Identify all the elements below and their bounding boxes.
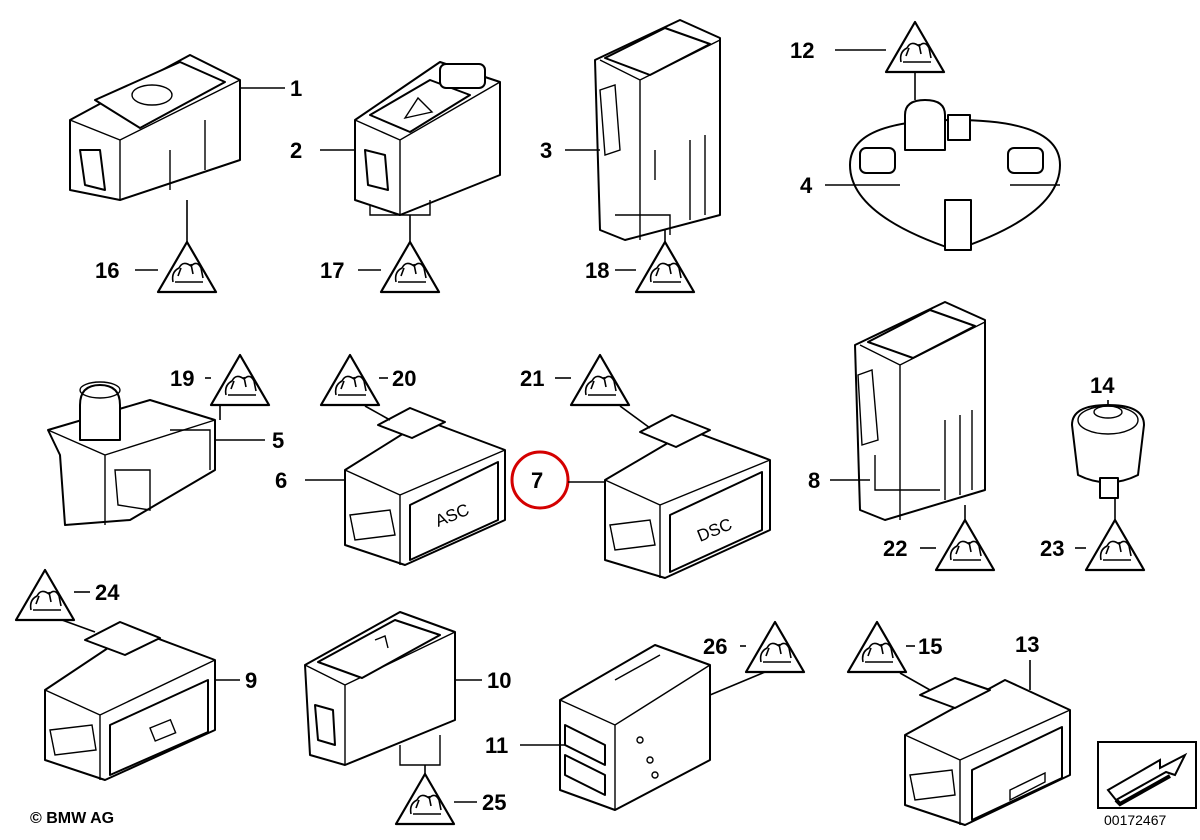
callout-5: 5 <box>272 428 284 453</box>
warning-triangle-26-icon <box>744 620 806 674</box>
arrow-box-icon <box>1097 741 1197 809</box>
callout-10: 10 <box>487 668 511 693</box>
callout-1: 1 <box>290 76 302 101</box>
warning-triangle-22-icon <box>934 518 996 572</box>
part-1-switch <box>69 54 241 201</box>
callout-8: 8 <box>808 468 820 493</box>
part-9-switch <box>44 621 216 781</box>
callout-2: 2 <box>290 138 302 163</box>
callout-12: 12 <box>790 38 814 63</box>
part-5-push-button <box>47 381 216 526</box>
highlight-circle <box>510 450 570 510</box>
warning-triangle-17-icon <box>379 240 441 294</box>
image-id: 00172467 <box>1104 812 1167 828</box>
callout-7: 7 <box>531 468 543 493</box>
callout-9: 9 <box>245 668 257 693</box>
callout-11: 11 <box>485 733 508 758</box>
warning-triangle-19-icon <box>209 353 271 407</box>
callout-15: 15 <box>918 634 942 659</box>
part-11-double-switch <box>559 644 711 811</box>
callout-26: 26 <box>703 634 727 659</box>
part-13-level-switch <box>904 677 1071 826</box>
callout-18: 18 <box>585 258 609 283</box>
part-14-round-button <box>1071 404 1145 499</box>
callout-6: 6 <box>275 468 287 493</box>
callout-14: 14 <box>1090 373 1115 398</box>
copyright-text: © BMW AG <box>30 810 115 827</box>
warning-triangle-24-icon <box>14 568 76 622</box>
warning-triangle-18-icon <box>634 240 696 294</box>
part-4-round-mount <box>849 99 1061 251</box>
callout-17: 17 <box>320 258 344 283</box>
callout-3: 3 <box>540 138 552 163</box>
callout-16: 16 <box>95 258 119 283</box>
callout-22: 22 <box>883 536 907 561</box>
warning-triangle-23-icon <box>1084 518 1146 572</box>
callout-24: 24 <box>95 580 120 605</box>
callout-13: 13 <box>1015 632 1039 657</box>
callout-25: 25 <box>482 790 506 815</box>
part-8-tall-switch <box>854 301 986 521</box>
callout-4: 4 <box>800 173 813 198</box>
callout-21: 21 <box>520 366 544 391</box>
part-6-asc-switch: ASC <box>344 407 506 566</box>
callout-23: 23 <box>1040 536 1064 561</box>
part-10-switch <box>304 611 456 766</box>
warning-triangle-20-icon <box>319 353 381 407</box>
part-7-dsc-switch: DSC <box>604 414 771 579</box>
part-2-hazard-switch <box>354 61 501 216</box>
warning-triangle-16-icon <box>156 240 218 294</box>
callout-20: 20 <box>392 366 416 391</box>
warning-triangle-15-icon <box>846 620 908 674</box>
warning-triangle-12-icon <box>884 20 946 74</box>
warning-triangle-25-icon <box>394 772 456 826</box>
part-3-tall-switch <box>594 19 721 241</box>
warning-triangle-21-icon <box>569 353 631 407</box>
callout-19: 19 <box>170 366 194 391</box>
